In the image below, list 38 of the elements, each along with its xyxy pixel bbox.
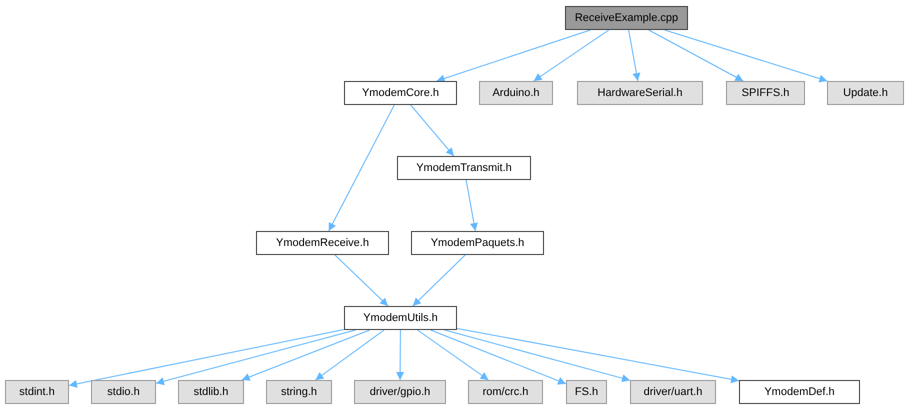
file-node: HardwareSerial.h <box>577 81 703 105</box>
arrow <box>533 30 610 82</box>
arrow <box>456 328 740 384</box>
file-node: string.h <box>266 380 332 404</box>
arrow <box>412 254 466 306</box>
arrow <box>334 254 389 306</box>
file-node: SPIFFS.h <box>726 81 805 105</box>
arrow <box>664 30 828 82</box>
file-node: stdio.h <box>91 380 156 404</box>
file-node: ReceiveExample.cpp <box>565 6 688 30</box>
arrow <box>396 330 404 380</box>
arrow <box>436 30 591 82</box>
arrow <box>628 30 640 82</box>
file-node: Update.h <box>827 81 904 105</box>
arrow <box>328 104 395 232</box>
arrow <box>648 30 744 82</box>
file-node: YmodemDef.h <box>739 380 860 404</box>
arrow <box>314 330 385 380</box>
file-node: YmodemCore.h <box>344 81 457 105</box>
arrow <box>241 330 370 381</box>
file-node: YmodemReceive.h <box>256 231 389 255</box>
file-node: driver/uart.h <box>630 380 716 404</box>
arrow <box>68 329 344 388</box>
arrow <box>417 330 489 380</box>
file-node: rom/crc.h <box>468 380 543 404</box>
file-node: YmodemPaquets.h <box>411 231 544 255</box>
file-node: Arduino.h <box>479 81 553 105</box>
file-node: stdint.h <box>5 380 69 404</box>
arrow <box>156 330 356 386</box>
file-node: YmodemTransmit.h <box>397 156 531 180</box>
file-node: driver/gpio.h <box>354 380 446 404</box>
arrow <box>410 104 454 156</box>
file-node: stdlib.h <box>178 380 244 404</box>
arrow <box>430 330 566 385</box>
file-node: FS.h <box>566 380 607 404</box>
arrow <box>444 330 630 382</box>
file-node: YmodemUtils.h <box>344 306 457 330</box>
arrow <box>466 180 478 232</box>
